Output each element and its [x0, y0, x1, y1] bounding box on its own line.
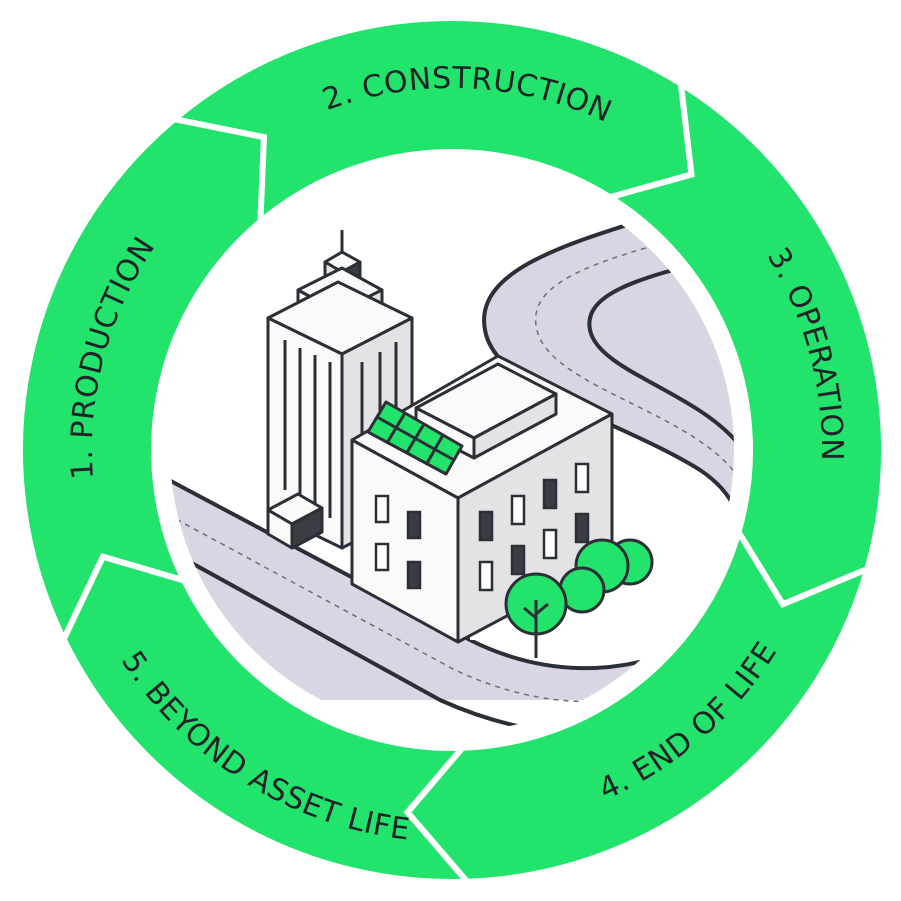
window — [478, 560, 494, 592]
window — [374, 494, 390, 524]
window — [406, 510, 422, 540]
tree-icon — [504, 572, 568, 658]
building-windows — [374, 462, 590, 592]
window — [542, 528, 558, 560]
window — [478, 510, 494, 542]
window — [574, 462, 590, 494]
window — [374, 542, 390, 572]
solar-panel-icon — [366, 400, 464, 476]
window — [406, 560, 422, 590]
office-building-icon — [350, 354, 614, 644]
stage-arrow-5 — [60, 553, 474, 885]
window — [574, 512, 590, 544]
window — [542, 478, 558, 510]
window — [510, 544, 526, 576]
window — [510, 494, 526, 526]
lifecycle-ring — [17, 15, 888, 885]
